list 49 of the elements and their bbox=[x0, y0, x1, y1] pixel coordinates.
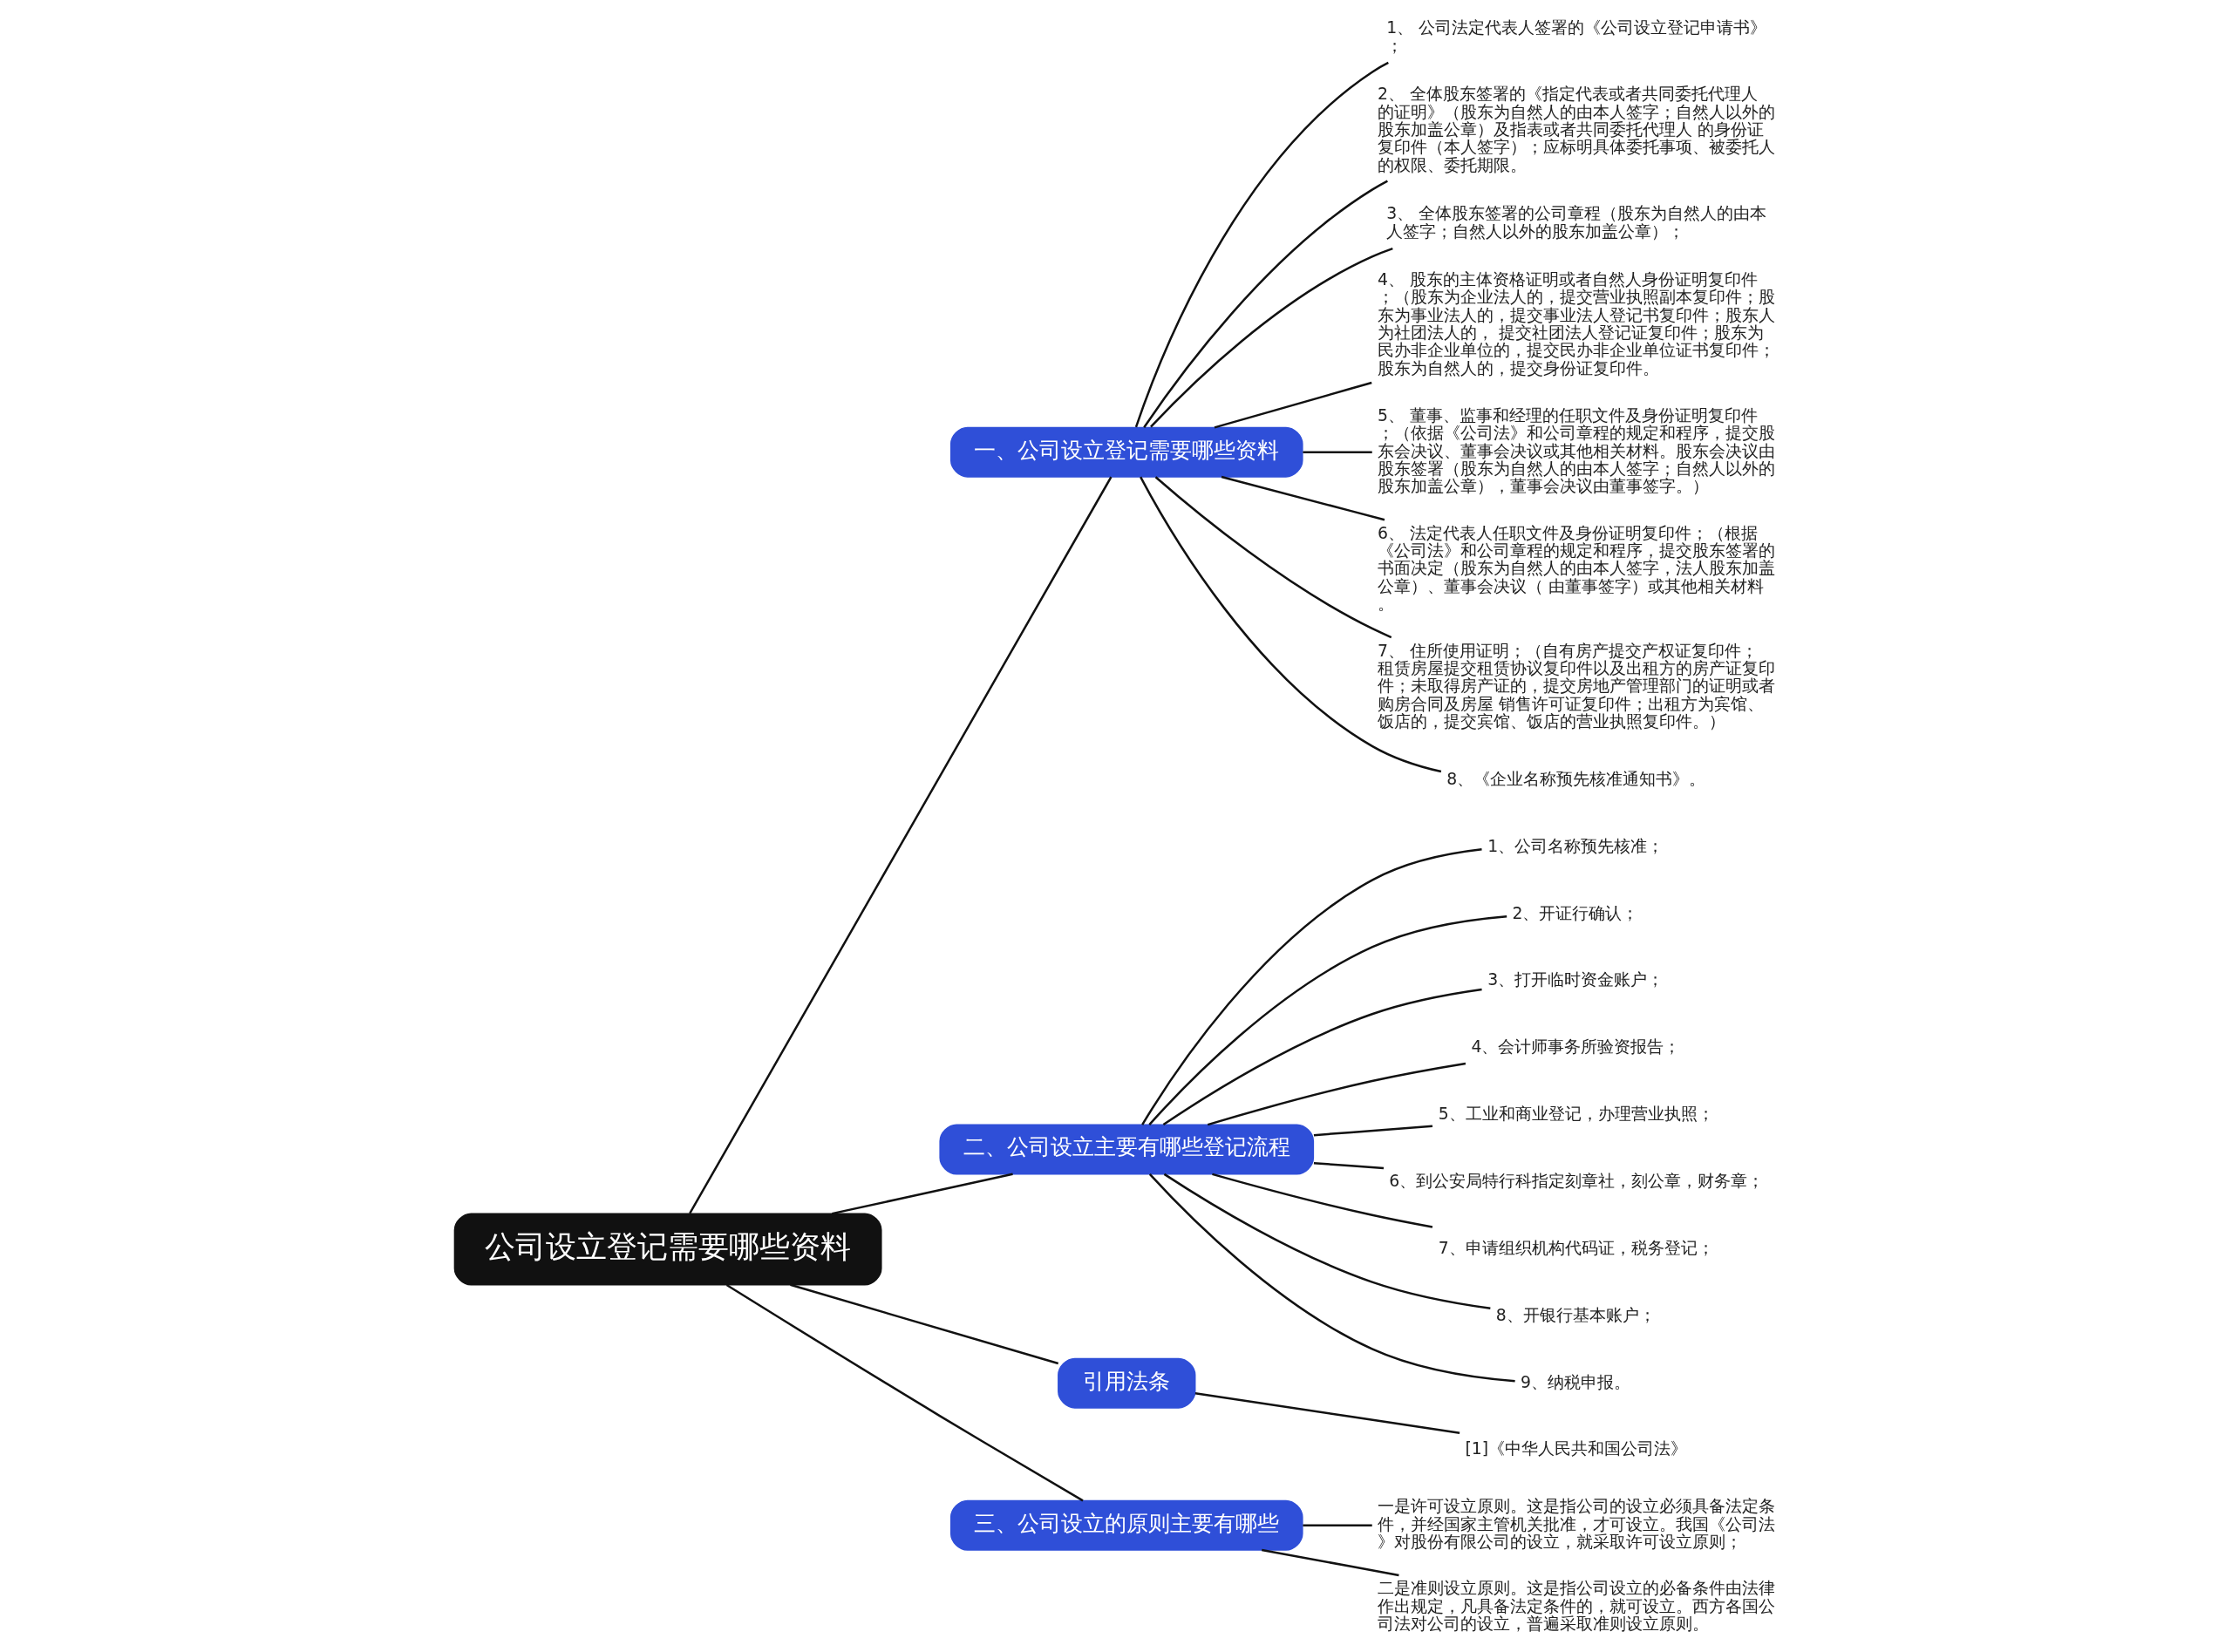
node-text: 3、 全体股东签署的公司章程（股东为自然人的由本人签字；自然人以外的股东加盖公章）； bbox=[1385, 203, 1766, 241]
connector bbox=[1154, 475, 1392, 638]
node-text: 8、开银行基本账户； bbox=[1495, 1305, 1656, 1324]
connector bbox=[1148, 1173, 1515, 1383]
connector bbox=[1207, 1062, 1466, 1125]
connector bbox=[1162, 988, 1482, 1125]
node-text: 4、 股东的主体资格证明或者自然人身份证明复印件；（股东为企业法人的，提交营业执照副本复印件；股东为事业法人的，提交事业法人登记书复印件；股东人为社团法人的， 提交社团法人登记证复印件；股东为民办非企业单位的，提交民办非企业单位证书复印件；股东为自然人的，提交身份证复印件。 bbox=[1377, 269, 1775, 377]
connector bbox=[1214, 381, 1372, 429]
node-text: 2、 全体股东签署的《指定代表或者共同委托代理人的证明》（股东为自然人的由本人签字；自然人以外的股东加盖公章）及指表或者共同委托代理人 的身份证复印件（本人签字）；应标明具体委托事项、被委托人的权限、委托期限。 bbox=[1377, 84, 1775, 174]
connector bbox=[789, 1283, 1058, 1364]
connector bbox=[1134, 61, 1389, 427]
node-box: 三、公司设立的原则主要有哪些 bbox=[949, 1499, 1303, 1551]
connector bbox=[1163, 1173, 1490, 1309]
node-text: 2、开证行确认； bbox=[1512, 903, 1638, 922]
connector bbox=[831, 1173, 1013, 1214]
node-text: 6、到公安局特行科指定刻章社，刻公章，财务章； bbox=[1388, 1171, 1764, 1190]
connector bbox=[1194, 1391, 1460, 1434]
node-text: 5、工业和商业登记，办理营业执照； bbox=[1438, 1104, 1714, 1123]
node-text: 7、 住所使用证明；（自有房产提交产权证复印件；租赁房屋提交租赁协议复印件以及出租方的房产证复印件；未取得房产证的，提交房地产管理部门的证明或者购房合同及房屋 销售许可证复印件；出租方为宾馆、饭店的，提交宾馆、饭店的营业执照复印件。） bbox=[1377, 641, 1775, 731]
node-box: 二、公司设立主要有哪些登记流程 bbox=[938, 1124, 1314, 1174]
connector bbox=[1147, 914, 1507, 1125]
connector bbox=[1140, 847, 1482, 1125]
connector bbox=[1302, 450, 1372, 453]
node-text: 1、公司名称预先核准； bbox=[1487, 836, 1664, 855]
node-text: 1、 公司法定代表人签署的《公司设立登记申请书》； bbox=[1385, 17, 1766, 55]
connector bbox=[1221, 475, 1385, 520]
connector bbox=[1302, 1524, 1372, 1526]
node-box: 引用法条 bbox=[1057, 1357, 1195, 1409]
connector bbox=[1261, 1548, 1399, 1576]
connector bbox=[1313, 1124, 1432, 1136]
node-text: 4、会计师事务所验资报告； bbox=[1470, 1037, 1680, 1056]
node-text: 一是许可设立原则。这是指公司的设立必须具备法定条件，并经国家主管机关批准，才可设立。我国《公司法》对股份有限公司的设立，就采取许可设立原则； bbox=[1377, 1496, 1775, 1551]
node-text: 5、 董事、监事和经理的任职文件及身份证明复印件；（依据《公司法》和公司章程的规定和程序，提交股东会决议、董事会决议或其他相关材料。股东会决议由股东签署（股东为自然人的由本人签字；自然人以外的股东加盖公章），董事会决议由董事签字。） bbox=[1377, 405, 1775, 495]
node-text: [1]《中华人民共和国公司法》 bbox=[1464, 1438, 1687, 1458]
connector bbox=[1149, 247, 1393, 428]
node-text: 3、打开临时资金账户； bbox=[1487, 969, 1664, 989]
node-text: 8、《企业名称预先核准通知书》。 bbox=[1446, 769, 1705, 788]
connector bbox=[1211, 1173, 1432, 1228]
node-box: 一、公司设立登记需要哪些资料 bbox=[949, 426, 1303, 478]
connector bbox=[688, 476, 1112, 1214]
node-text: 9、纳税申报。 bbox=[1520, 1372, 1630, 1391]
connector bbox=[1139, 476, 1441, 772]
connector bbox=[1142, 179, 1388, 428]
node-box: 公司设立登记需要哪些资料 bbox=[453, 1212, 882, 1286]
node-text: 二是准则设立原则。这是指公司设立的必备条件由法律作出规定，凡具备法定条件的，就可设立。西方各国公司法对公司的设立，普遍采取准则设立原则。 bbox=[1377, 1578, 1775, 1633]
connector bbox=[725, 1283, 1084, 1501]
connector bbox=[1313, 1161, 1384, 1169]
node-text: 7、申请组织机构代码证，税务登记； bbox=[1438, 1238, 1714, 1257]
node-text: 6、 法定代表人任职文件及身份证明复印件；（根据《公司法》和公司章程的规定和程序，提交股东签署的书面决定（股东为自然人的由本人签字，法人股东加盖公章）、董事会决议（ 由董事签字）或其他相关材料。 bbox=[1377, 523, 1775, 613]
